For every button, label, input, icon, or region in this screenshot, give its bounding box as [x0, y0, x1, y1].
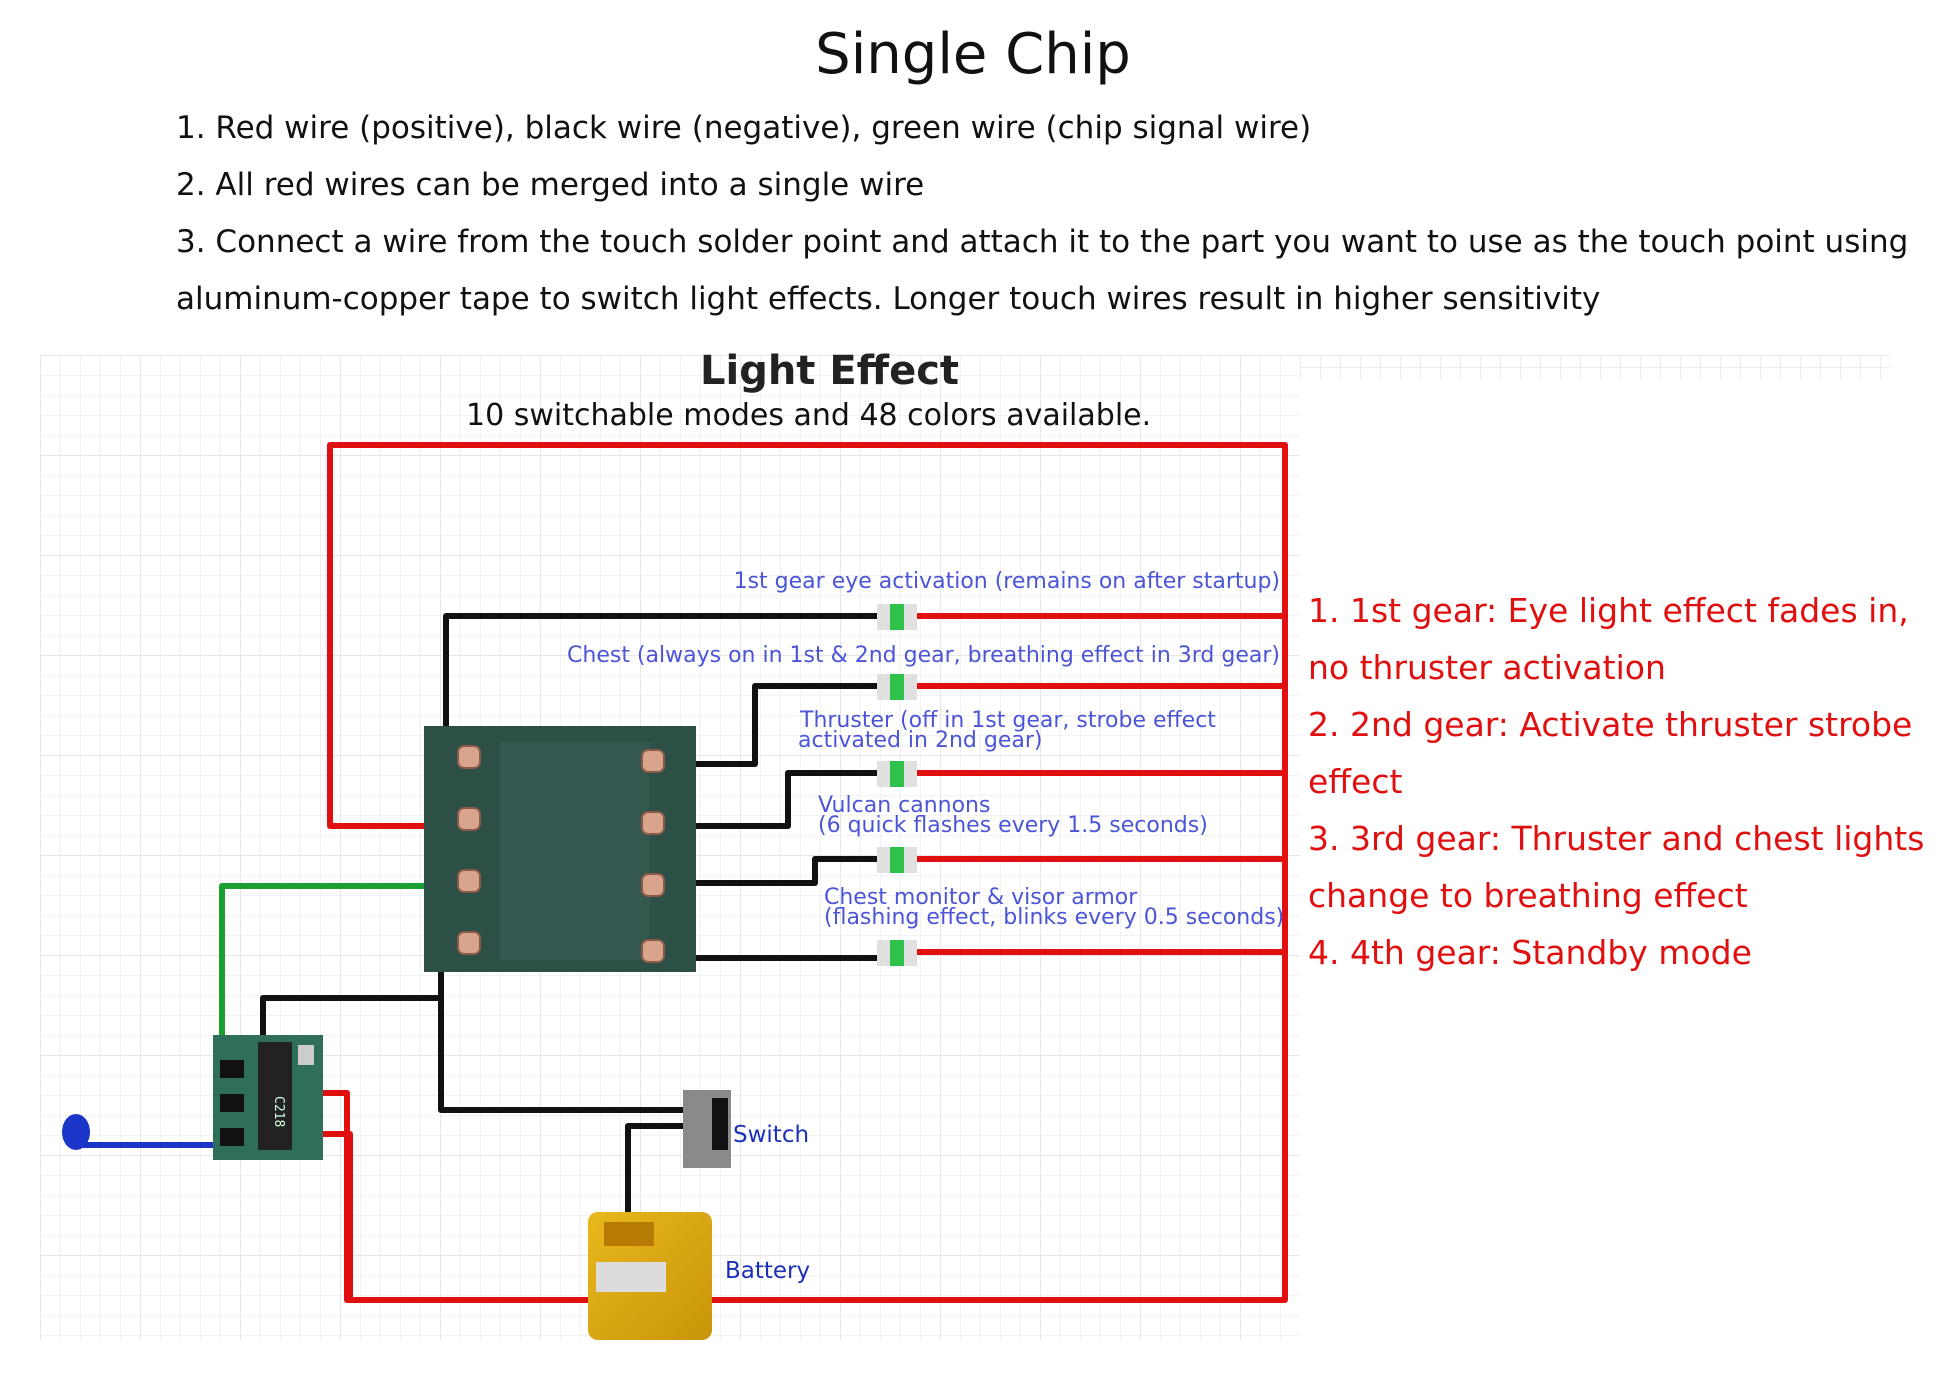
positive-wires	[320, 442, 1288, 1303]
instruction-notes: 1. Red wire (positive), black wire (nega…	[176, 100, 1909, 328]
led-label-5-line-1: Chest monitor & visor armor	[824, 885, 1138, 910]
chip-marking: C218	[271, 1096, 286, 1127]
led-label-3-line-2: activated in 2nd gear)	[798, 728, 1043, 753]
switch-label: Switch	[733, 1122, 809, 1148]
signal-wire	[219, 883, 444, 1060]
led-1-icon	[877, 604, 917, 630]
positive-wire-loop	[320, 442, 1288, 1303]
battery-label: Battery	[725, 1258, 810, 1284]
led-5-icon	[877, 940, 917, 966]
gear-description: 1. 1st gear: Eye light effect fades in, …	[1308, 582, 1928, 981]
negative-wire-led-3	[676, 770, 880, 829]
switch-icon	[683, 1090, 731, 1168]
led-label-2: Chest (always on in 1st & 2nd gear, brea…	[567, 643, 1280, 668]
negative-wire-led-4	[676, 856, 880, 886]
led-2-icon	[877, 674, 917, 700]
gear-line-1: 1. 1st gear: Eye light effect fades in,	[1308, 591, 1909, 630]
gear-line-7: 4. 4th gear: Standby mode	[1308, 933, 1752, 972]
gear-line-6: change to breathing effect	[1308, 876, 1748, 915]
negative-wire-led-2	[676, 683, 880, 767]
led-3-icon	[877, 761, 917, 787]
light-effect-title: Light Effect	[700, 348, 960, 394]
touch-wire	[62, 1114, 222, 1150]
led-label-1: 1st gear eye activation (remains on afte…	[734, 569, 1280, 594]
negative-wire-led-1	[443, 613, 880, 760]
page-title: Single Chip	[815, 22, 1131, 87]
gear-line-5: 3. 3rd gear: Thruster and chest lights	[1308, 819, 1925, 858]
led-label-5-line-2: (flashing effect, blinks every 0.5 secon…	[824, 905, 1284, 930]
chip-icon	[424, 726, 696, 972]
led-label-4-line-2: (6 quick flashes every 1.5 seconds)	[818, 813, 1208, 838]
gear-line-3: 2. 2nd gear: Activate thruster strobe	[1308, 705, 1913, 744]
note-3: 3. Connect a wire from the touch solder …	[176, 224, 1909, 260]
note-1: 1. Red wire (positive), black wire (nega…	[176, 110, 1312, 146]
grid-background-strip	[1300, 355, 1890, 379]
led-4-icon	[877, 847, 917, 873]
note-3-continued: aluminum-copper tape to switch light eff…	[176, 281, 1601, 317]
gear-line-4: effect	[1308, 762, 1403, 801]
touch-point-icon	[62, 1114, 90, 1150]
positive-wire-touch-module	[320, 1131, 353, 1300]
led-label-4-line-1: Vulcan cannons	[818, 793, 990, 818]
battery-icon	[588, 1212, 712, 1340]
led-label-3-line-1: Thruster (off in 1st gear, strobe effect	[799, 708, 1216, 733]
led-labels: 1st gear eye activation (remains on afte…	[567, 569, 1284, 930]
led-icons	[877, 604, 917, 966]
touch-module-icon: C218	[213, 1035, 323, 1160]
note-2: 2. All red wires can be merged into a si…	[176, 167, 925, 203]
gear-line-2: no thruster activation	[1308, 648, 1666, 687]
light-effect-subtitle: 10 switchable modes and 48 colors availa…	[466, 398, 1152, 433]
